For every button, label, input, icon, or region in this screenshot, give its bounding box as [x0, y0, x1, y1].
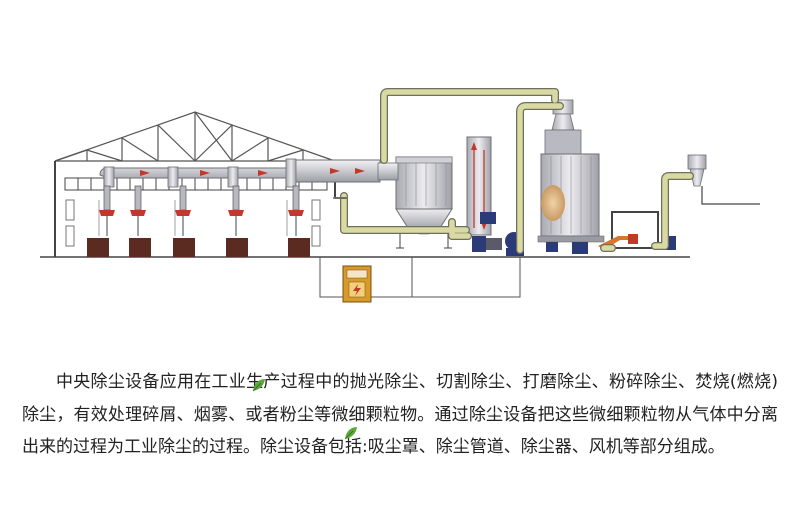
right-cyclone [687, 154, 760, 205]
wall-window [65, 199, 75, 221]
wall-window [65, 225, 75, 247]
cyclone-stack [466, 136, 502, 252]
leaf-icon [252, 379, 265, 392]
flow-arrow [140, 168, 365, 176]
duct-connector [377, 162, 399, 181]
dust-collection-system-diagram [40, 88, 760, 303]
wall-window [311, 199, 321, 221]
main-duct [99, 158, 381, 188]
pipe-network [333, 88, 694, 254]
leaf-icon [344, 427, 357, 440]
overhead-rail [64, 177, 328, 191]
roof-truss [54, 111, 336, 162]
control-wiring [319, 257, 521, 298]
factory-building [40, 111, 690, 258]
workstation [226, 185, 248, 257]
pulse-collector [537, 99, 605, 254]
bag-filter-collector [395, 156, 453, 249]
description-block: 中央除尘设备应用在工业生产过程中的抛光除尘、切割除尘、打磨除尘、粉碎除尘、焚烧(… [22, 366, 778, 464]
lightning-icon [353, 284, 361, 296]
wall-window [311, 225, 321, 247]
workstation [286, 185, 310, 257]
workstation [129, 185, 151, 257]
workstation [173, 185, 195, 257]
workstation [87, 185, 115, 257]
description-text: 中央除尘设备应用在工业生产过程中的抛光除尘、切割除尘、打磨除尘、粉碎除尘、焚烧(… [22, 372, 778, 457]
control-panel [342, 265, 372, 303]
